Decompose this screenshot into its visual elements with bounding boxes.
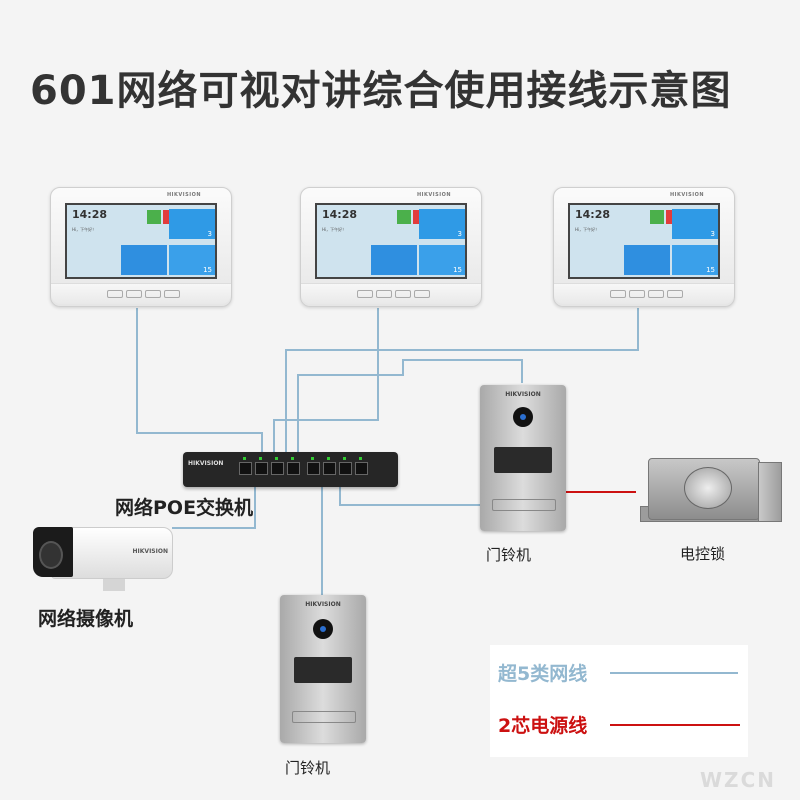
door-station-bottom-label: 门铃机 bbox=[285, 759, 331, 777]
clock: 14:28 bbox=[72, 208, 108, 221]
door-station-bottom: HIKVISION bbox=[280, 595, 366, 743]
poe-switch: HIKVISION bbox=[183, 452, 398, 487]
indoor-monitor-3: HIKVISION 14:28 Hi，下午好！ 3 15 bbox=[553, 187, 735, 307]
tile-calls: 3 bbox=[419, 209, 465, 239]
button-bar bbox=[51, 283, 231, 304]
tile-messages: 15 bbox=[419, 245, 465, 275]
port bbox=[255, 462, 268, 475]
tile-icon bbox=[650, 210, 664, 224]
tile-calls: 3 bbox=[169, 209, 215, 239]
legend-power-line bbox=[610, 724, 740, 726]
button bbox=[376, 290, 392, 298]
legend-power-label: 2芯电源线 bbox=[498, 715, 588, 737]
call-button bbox=[492, 499, 556, 511]
page-title: 601网络可视对讲综合使用接线示意图 bbox=[30, 68, 732, 114]
camera-mount bbox=[103, 577, 125, 591]
button bbox=[667, 290, 683, 298]
call-button bbox=[292, 711, 356, 723]
tile-walk bbox=[121, 245, 167, 275]
port bbox=[355, 462, 368, 475]
legend: 超5类网线 2芯电源线 bbox=[490, 645, 748, 757]
monitor-screen: 14:28 Hi，下午好！ 3 15 bbox=[65, 203, 217, 279]
brand-logo: HIKVISION bbox=[305, 601, 341, 608]
door-station-right: HIKVISION bbox=[480, 385, 566, 531]
legend-network-line bbox=[610, 672, 738, 674]
lock-bolt bbox=[758, 462, 782, 522]
camera-lens-icon bbox=[313, 619, 333, 639]
button bbox=[414, 290, 430, 298]
monitor-screen: 14:28 Hi，下午好！ 3 15 bbox=[568, 203, 720, 279]
electric-lock bbox=[640, 458, 790, 524]
tile-messages: 15 bbox=[672, 245, 718, 275]
port bbox=[287, 462, 300, 475]
button bbox=[126, 290, 142, 298]
legend-network-label: 超5类网线 bbox=[498, 663, 588, 685]
brand-logo: HIKVISION bbox=[669, 192, 704, 198]
button bbox=[164, 290, 180, 298]
tile-walk bbox=[371, 245, 417, 275]
camera-lens-icon bbox=[513, 407, 533, 427]
door-station-right-label: 门铃机 bbox=[486, 546, 532, 564]
brand-logo: HIKVISION bbox=[416, 192, 451, 198]
clock: 14:28 bbox=[322, 208, 358, 221]
brand-logo: HIKVISION bbox=[166, 192, 201, 198]
greeting: Hi，下午好！ bbox=[72, 227, 97, 232]
greeting: Hi，下午好！ bbox=[322, 227, 347, 232]
card-reader bbox=[494, 447, 552, 473]
lock-knob-icon bbox=[684, 467, 732, 509]
tile-calls: 3 bbox=[672, 209, 718, 239]
camera-label: 网络摄像机 bbox=[38, 608, 134, 630]
wire-camera bbox=[172, 470, 256, 529]
tile-icon bbox=[397, 210, 411, 224]
watermark: WZCN bbox=[700, 768, 776, 792]
clock: 14:28 bbox=[575, 208, 611, 221]
button bbox=[648, 290, 664, 298]
button bbox=[629, 290, 645, 298]
port bbox=[307, 462, 320, 475]
brand-logo: HIKVISION bbox=[505, 391, 541, 398]
button bbox=[395, 290, 411, 298]
greeting: Hi，下午好！ bbox=[575, 227, 600, 232]
port bbox=[271, 462, 284, 475]
tile-icon bbox=[147, 210, 161, 224]
card-reader bbox=[294, 657, 352, 683]
switch-label: 网络POE交换机 bbox=[115, 497, 254, 519]
indoor-monitor-2: HIKVISION 14:28 Hi，下午好！ 3 15 bbox=[300, 187, 482, 307]
lock-body bbox=[648, 458, 760, 520]
wire-monitor-2 bbox=[273, 308, 379, 470]
network-camera: HIKVISION bbox=[33, 525, 173, 591]
button bbox=[145, 290, 161, 298]
camera-hood bbox=[33, 527, 73, 577]
wire-monitor-3 bbox=[285, 308, 639, 470]
tile-messages: 15 bbox=[169, 245, 215, 275]
button bbox=[610, 290, 626, 298]
button bbox=[107, 290, 123, 298]
brand-logo: HIKVISION bbox=[188, 460, 224, 467]
lock-label: 电控锁 bbox=[680, 545, 726, 563]
button-bar bbox=[301, 283, 481, 304]
brand-logo: HIKVISION bbox=[132, 548, 168, 555]
tile-walk bbox=[624, 245, 670, 275]
port bbox=[239, 462, 252, 475]
camera-lens-icon bbox=[39, 541, 63, 569]
button-bar bbox=[554, 283, 734, 304]
monitor-screen: 14:28 Hi，下午好！ 3 15 bbox=[315, 203, 467, 279]
port bbox=[323, 462, 336, 475]
port bbox=[339, 462, 352, 475]
wire-door-right bbox=[297, 359, 523, 470]
button bbox=[357, 290, 373, 298]
wire-monitor-1 bbox=[136, 308, 263, 470]
indoor-monitor-1: HIKVISION 14:28 Hi，下午好！ 3 15 bbox=[50, 187, 232, 307]
